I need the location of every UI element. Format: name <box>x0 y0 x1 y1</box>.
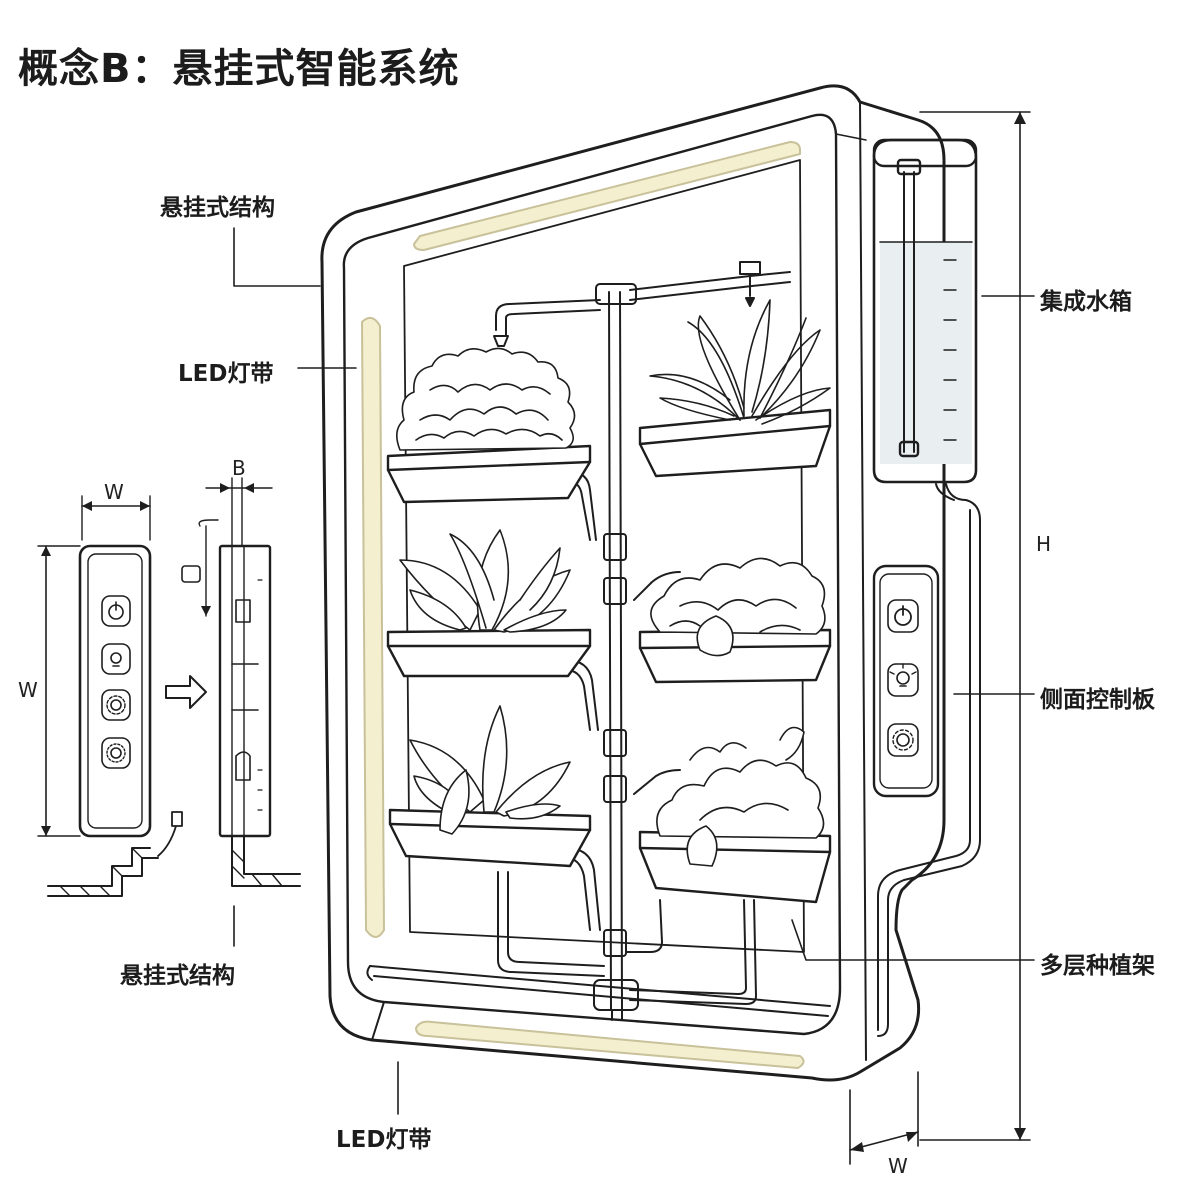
tray-left-2 <box>386 628 592 678</box>
led-strip-bottom <box>415 1020 805 1069</box>
dimension-depth-label: W <box>888 1154 908 1178</box>
depth-dimension <box>849 1071 919 1165</box>
label-side-control-panel: 侧面控制板 <box>1040 687 1155 713</box>
tray-right-2 <box>638 628 832 684</box>
view-arrow <box>165 675 207 709</box>
side-control-panel <box>872 564 940 798</box>
plant-lettuce <box>396 347 576 451</box>
dimension-panel-width-label: W <box>104 480 124 504</box>
led-strips <box>361 141 805 1069</box>
plant-broadleaf <box>399 529 571 633</box>
gear-icon <box>101 689 131 721</box>
plant-leafy-greens <box>650 557 826 657</box>
tray-left-3 <box>388 808 592 868</box>
label-hanging-structure-bottom: 悬挂式结构 <box>120 963 235 989</box>
callout-lines <box>233 227 1035 1115</box>
label-water-tank: 集成水箱 <box>1040 289 1132 315</box>
plant-herb <box>656 726 825 867</box>
front-view-panel <box>37 495 183 897</box>
tray-right-1 <box>638 408 832 478</box>
tray-right-3 <box>638 830 832 904</box>
settings-icon <box>101 737 131 769</box>
label-multi-layer-rack: 多层种植架 <box>1040 953 1155 979</box>
led-strip-top <box>413 141 801 251</box>
dimension-panel-height-label: W <box>18 678 38 702</box>
plants <box>396 299 831 867</box>
label-led-strip-bottom: LED灯带 <box>336 1127 432 1153</box>
label-hanging-structure-top: 悬挂式结构 <box>160 195 275 221</box>
power-icon <box>101 595 131 627</box>
side-view-panel <box>181 477 301 887</box>
main-frame <box>320 84 946 1082</box>
water-tank <box>872 138 981 1037</box>
led-strip-left <box>361 316 385 938</box>
plant-leafy <box>409 705 571 835</box>
label-led-strip-left: LED灯带 <box>178 361 274 387</box>
dimension-panel-depth-label: B <box>232 456 246 480</box>
power-icon <box>887 599 919 633</box>
dimension-height-label: H <box>1036 532 1052 556</box>
height-dimension <box>919 111 1031 1141</box>
plant-spiky <box>649 299 831 425</box>
gear-icon <box>887 723 919 757</box>
light-icon <box>101 643 131 675</box>
tray-left-1 <box>386 444 592 504</box>
page-title: 概念B：悬挂式智能系统 <box>18 46 460 92</box>
light-icon <box>887 663 919 697</box>
